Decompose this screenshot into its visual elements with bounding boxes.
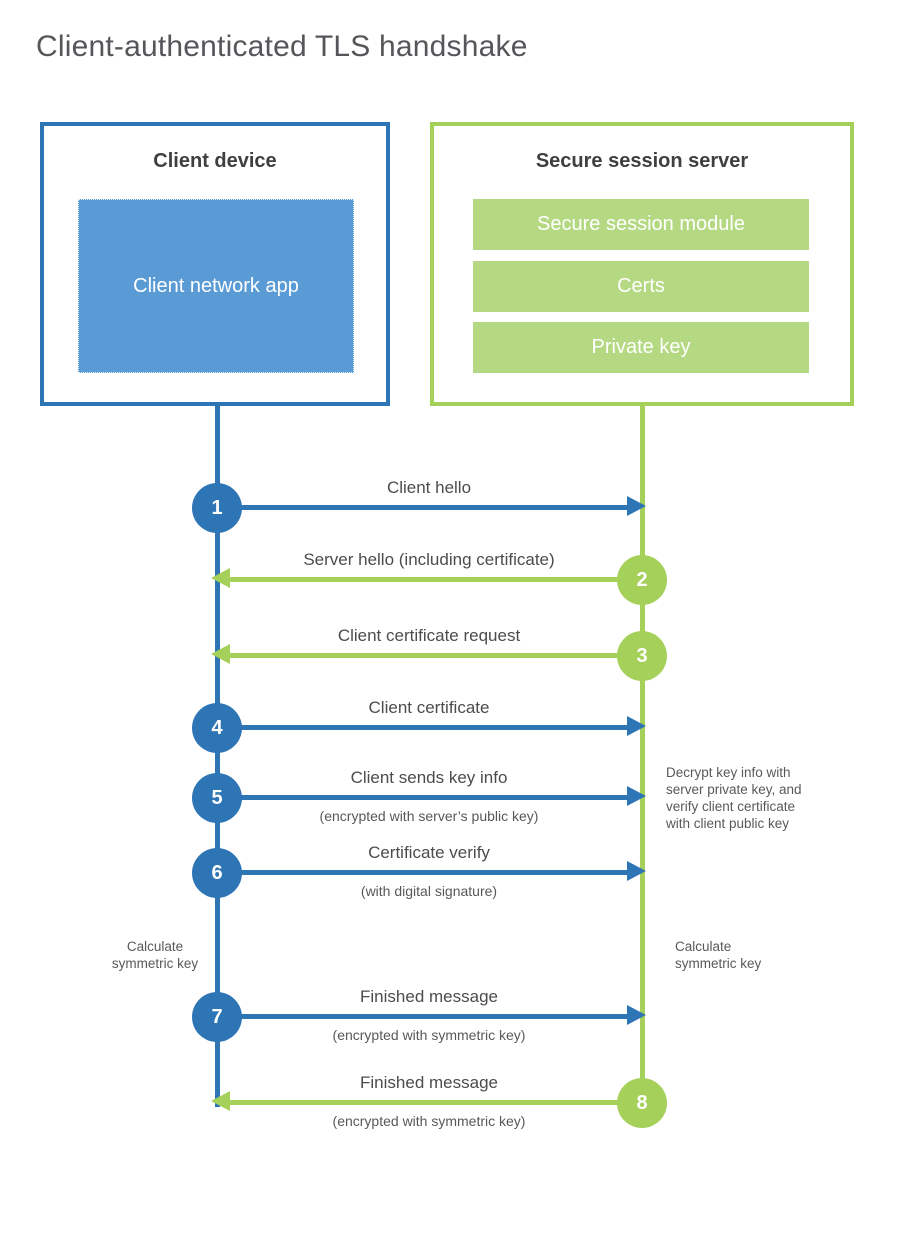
- step-5-badge: 5: [192, 773, 242, 823]
- step-2-badge: 2: [617, 555, 667, 605]
- step-5-label: Client sends key info: [350, 768, 508, 787]
- step-1-label: Client hello: [386, 478, 472, 497]
- client-network-app-label: Client network app: [133, 275, 299, 297]
- step-4-badge: 4: [192, 703, 242, 753]
- server-certs-bar: Certs: [473, 261, 809, 312]
- step-7-badge: 7: [192, 992, 242, 1042]
- arrow-left-icon: [211, 1091, 230, 1111]
- step-2-label: Server hello (including certificate): [303, 550, 555, 569]
- decrypt-note: Decrypt key info with server private key…: [666, 765, 802, 831]
- arrow-right-icon: [627, 861, 646, 881]
- step-1-badge: 1: [192, 483, 242, 533]
- step-8-sublabel: (encrypted with symmetric key): [332, 1113, 526, 1129]
- step-3-badge: 3: [617, 631, 667, 681]
- arrow-left-icon: [211, 644, 230, 664]
- secure-session-server-title: Secure session server: [535, 150, 749, 172]
- server-private-key-label: Private key: [591, 336, 691, 358]
- step-6-arrow-line: [217, 870, 629, 875]
- step-8-arrow-line: [230, 1100, 642, 1105]
- arrow-left-icon: [211, 568, 230, 588]
- calculate-symmetric-key-note-client: Calculate symmetric key: [111, 939, 199, 971]
- step-3-arrow-line: [230, 653, 642, 658]
- client-network-app-box: Client network app: [78, 199, 354, 373]
- page-title: Client-authenticated TLS handshake: [36, 30, 528, 63]
- step-4-arrow-line: [217, 725, 629, 730]
- arrow-right-icon: [627, 716, 646, 736]
- step-8-badge: 8: [617, 1078, 667, 1128]
- client-device-title: Client device: [153, 150, 277, 172]
- step-4-label: Client certificate: [368, 698, 490, 717]
- step-5-sublabel: (encrypted with server’s public key): [319, 808, 539, 824]
- step-6-badge: 6: [192, 848, 242, 898]
- step-1-arrow-line: [217, 505, 629, 510]
- step-6-sublabel: (with digital signature): [360, 883, 498, 899]
- server-module-label: Secure session module: [537, 213, 745, 235]
- arrow-right-icon: [627, 496, 646, 516]
- step-8-label: Finished message: [360, 1073, 498, 1092]
- step-7-arrow-line: [217, 1014, 629, 1019]
- calculate-symmetric-key-note-server: Calculate symmetric key: [675, 939, 762, 971]
- server-private-key-bar: Private key: [473, 322, 809, 373]
- step-2-arrow-line: [230, 577, 642, 582]
- step-7-label: Finished message: [360, 987, 498, 1006]
- step-6-label: Certificate verify: [368, 843, 490, 862]
- step-3-label: Client certificate request: [337, 626, 521, 645]
- server-lifeline: [640, 406, 645, 1103]
- arrow-right-icon: [627, 1005, 646, 1025]
- server-certs-label: Certs: [617, 275, 665, 297]
- server-module-bar: Secure session module: [473, 199, 809, 250]
- step-7-sublabel: (encrypted with symmetric key): [332, 1027, 526, 1043]
- arrow-right-icon: [627, 786, 646, 806]
- step-5-arrow-line: [217, 795, 629, 800]
- client-lifeline: [215, 406, 220, 1107]
